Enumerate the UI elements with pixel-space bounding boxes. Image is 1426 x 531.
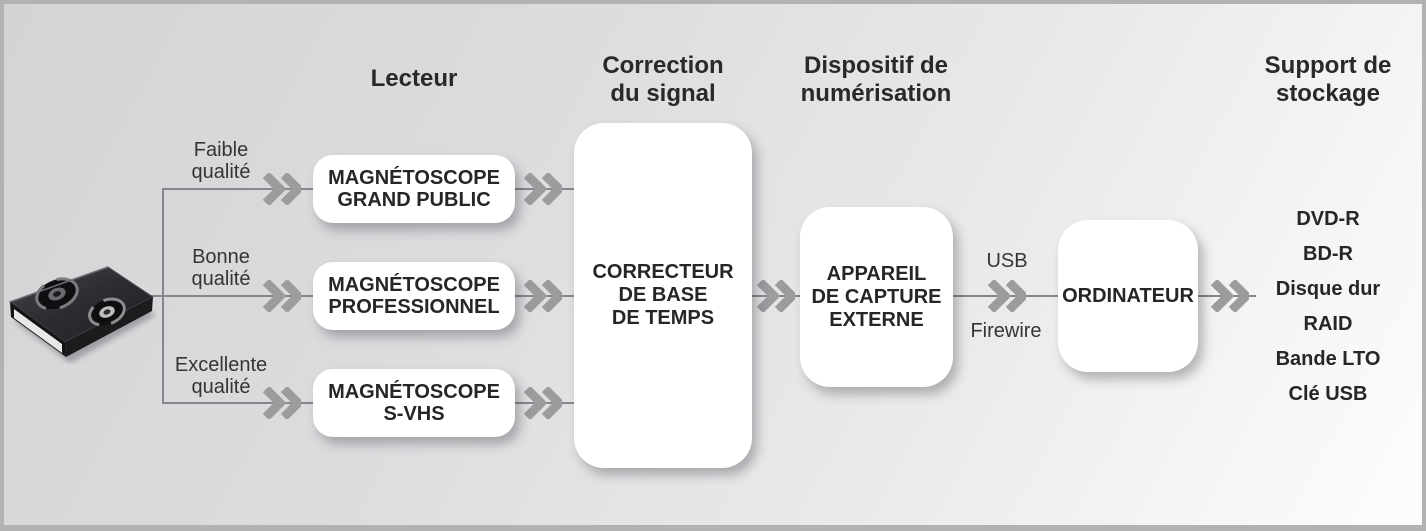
quality-label-faible: Faible qualité [191, 139, 251, 183]
line-row3 [162, 402, 313, 404]
chevron-arrow-icon [263, 387, 301, 419]
storage-item-dvdr: DVD-R [1296, 208, 1360, 230]
chevron-arrow-icon [263, 173, 301, 205]
chevron-arrow-icon [263, 280, 301, 312]
storage-item-cle-usb: Clé USB [1288, 383, 1368, 405]
quality-label-bonne: Bonne qualité [191, 246, 251, 290]
storage-item-bdr: BD-R [1303, 243, 1353, 265]
box-magnetoscope-grand-public: MAGNÉTOSCOPE GRAND PUBLIC [313, 155, 515, 223]
header-support-stockage: Support de stockage [1264, 52, 1392, 107]
box-appareil-capture-externe: APPAREIL DE CAPTURE EXTERNE [800, 207, 953, 387]
header-correction-signal: Correction du signal [602, 52, 724, 107]
chevron-arrow-icon [757, 280, 795, 312]
box-correcteur-base-temps: CORRECTEUR DE BASE DE TEMPS [574, 123, 752, 468]
vhs-cassette-icon [5, 256, 157, 364]
header-lecteur: Lecteur [370, 65, 458, 92]
line-row1 [162, 188, 313, 190]
header-dispositif-numerisation: Dispositif de numérisation [800, 52, 952, 107]
storage-media-list: DVD-R BD-R Disque dur RAID Bande LTO Clé… [1238, 202, 1418, 412]
chevron-arrow-icon [524, 280, 562, 312]
storage-item-disque-dur: Disque dur [1275, 278, 1381, 300]
chevron-arrow-icon [524, 173, 562, 205]
label-usb: USB [986, 250, 1028, 272]
box-magnetoscope-svhs: MAGNÉTOSCOPE S-VHS [313, 369, 515, 437]
chevron-arrow-icon [524, 387, 562, 419]
chevron-arrow-icon [1211, 280, 1249, 312]
line-row2 [120, 295, 313, 297]
quality-label-excellente: Excellente qualité [174, 354, 268, 398]
chevron-arrow-icon [988, 280, 1026, 312]
box-ordinateur: ORDINATEUR [1058, 220, 1198, 372]
storage-item-bande-lto: Bande LTO [1275, 348, 1381, 370]
label-firewire: Firewire [970, 320, 1042, 342]
storage-item-raid: RAID [1303, 313, 1353, 335]
box-magnetoscope-professionnel: MAGNÉTOSCOPE PROFESSIONNEL [313, 262, 515, 330]
